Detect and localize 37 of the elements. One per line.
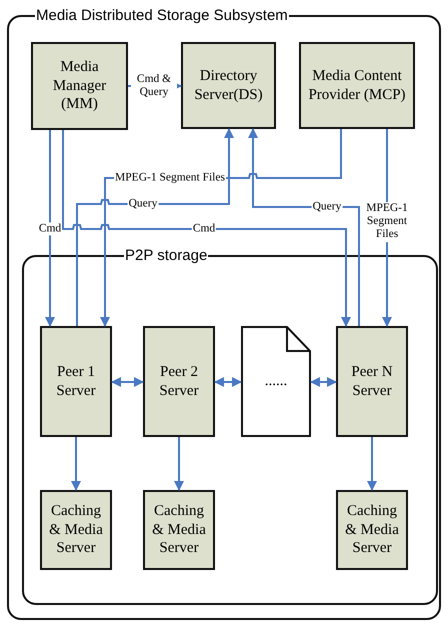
- node-label: Peer N Server: [350, 362, 394, 400]
- server-box: [336, 326, 408, 437]
- arrow: [111, 377, 144, 387]
- arrow: [174, 437, 184, 491]
- arrow: [214, 377, 242, 387]
- server-box: [143, 490, 215, 570]
- server-box: [40, 326, 112, 437]
- edge-label: Cmd: [38, 222, 62, 236]
- server-box: [336, 490, 408, 570]
- server-box: [181, 42, 276, 129]
- server-box: [40, 490, 112, 570]
- arrow: [310, 377, 337, 387]
- edge-label: Query: [128, 197, 158, 211]
- server-box: [31, 42, 128, 130]
- edge-label: MPEG-1 Segment Files: [114, 171, 226, 185]
- node-label: Directory Server(DS): [193, 66, 264, 104]
- edge-label: Query: [312, 200, 342, 214]
- server-box: [299, 42, 415, 129]
- node-label: Caching & Media Server: [48, 502, 104, 558]
- arrow: [76, 128, 234, 326]
- arrow: [367, 437, 377, 491]
- server-box: [143, 326, 215, 437]
- arrow: [248, 128, 360, 326]
- node-label: Media Content Provider (MCP): [307, 66, 407, 104]
- node-label: ......: [264, 372, 288, 391]
- arrow: [45, 130, 55, 327]
- edge-label: Cmd & Query: [131, 72, 177, 100]
- arrow: [71, 437, 81, 491]
- node-label: Peer 2 Server: [158, 362, 200, 400]
- document-shape: [241, 326, 311, 437]
- node-label: Peer 1 Server: [55, 362, 97, 400]
- group-title: P2P storage: [124, 247, 208, 265]
- node-label: Caching & Media Server: [344, 502, 400, 558]
- group-title: Media Distributed Storage Subsystem: [35, 7, 289, 25]
- node-label: Media Manager (MM): [52, 58, 108, 114]
- node-label: Caching & Media Server: [151, 502, 207, 558]
- arrow: [62, 130, 351, 327]
